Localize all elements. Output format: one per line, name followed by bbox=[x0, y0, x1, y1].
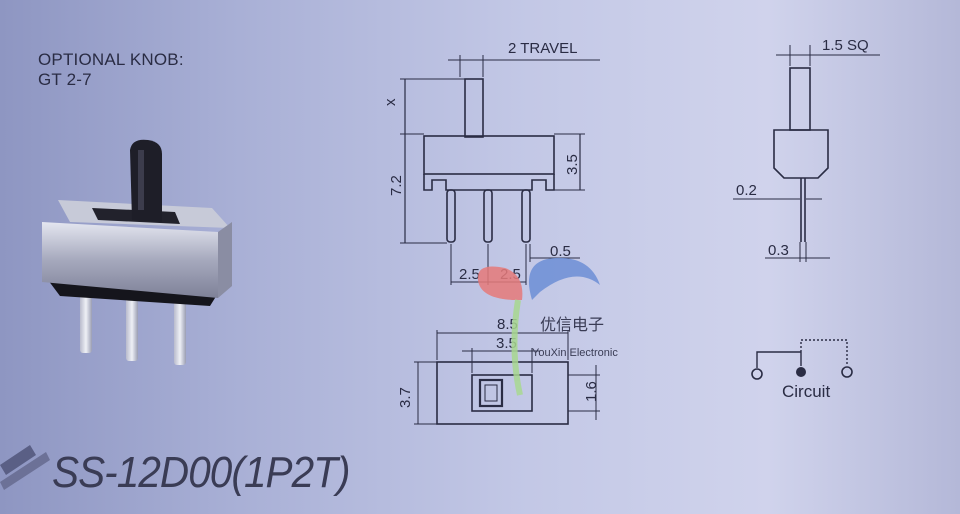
dim-slot-width: 1.6 bbox=[583, 381, 600, 402]
dim-pitch-left: 2.5 bbox=[459, 266, 480, 283]
watermark-cn: 优信电子 bbox=[540, 315, 604, 334]
dim-pin-gap: 0.5 bbox=[550, 243, 571, 260]
youxin-logo bbox=[477, 257, 600, 396]
dim-body-height: 3.5 bbox=[564, 154, 581, 175]
dim-height-total: 7.2 bbox=[388, 175, 405, 196]
dim-travel: 2 TRAVEL bbox=[508, 40, 577, 57]
corner-stripes bbox=[0, 445, 50, 490]
circuit-symbol bbox=[751, 339, 853, 380]
watermark-en: YouXin Electronic bbox=[532, 347, 618, 359]
knob-model-label: GT 2-7 bbox=[38, 70, 92, 89]
knob bbox=[130, 139, 162, 222]
pin-middle bbox=[126, 293, 138, 361]
pin-right bbox=[174, 295, 186, 365]
side-view-drawing bbox=[400, 55, 600, 285]
dim-x: x bbox=[382, 98, 399, 106]
front-view-drawing bbox=[733, 45, 880, 262]
switch-photo bbox=[42, 139, 232, 365]
dim-knob-square: 1.5 SQ bbox=[822, 37, 869, 54]
pin-left bbox=[80, 285, 92, 353]
model-title: SS-12D00(1P2T) bbox=[52, 448, 351, 497]
dim-width: 3.7 bbox=[397, 387, 414, 408]
top-view-drawing bbox=[414, 330, 600, 425]
dim-pin-thickness: 0.2 bbox=[736, 182, 757, 199]
optional-knob-label: OPTIONAL KNOB: bbox=[38, 50, 184, 69]
dim-pin-width: 0.3 bbox=[768, 242, 789, 259]
circuit-label: Circuit bbox=[782, 382, 830, 401]
